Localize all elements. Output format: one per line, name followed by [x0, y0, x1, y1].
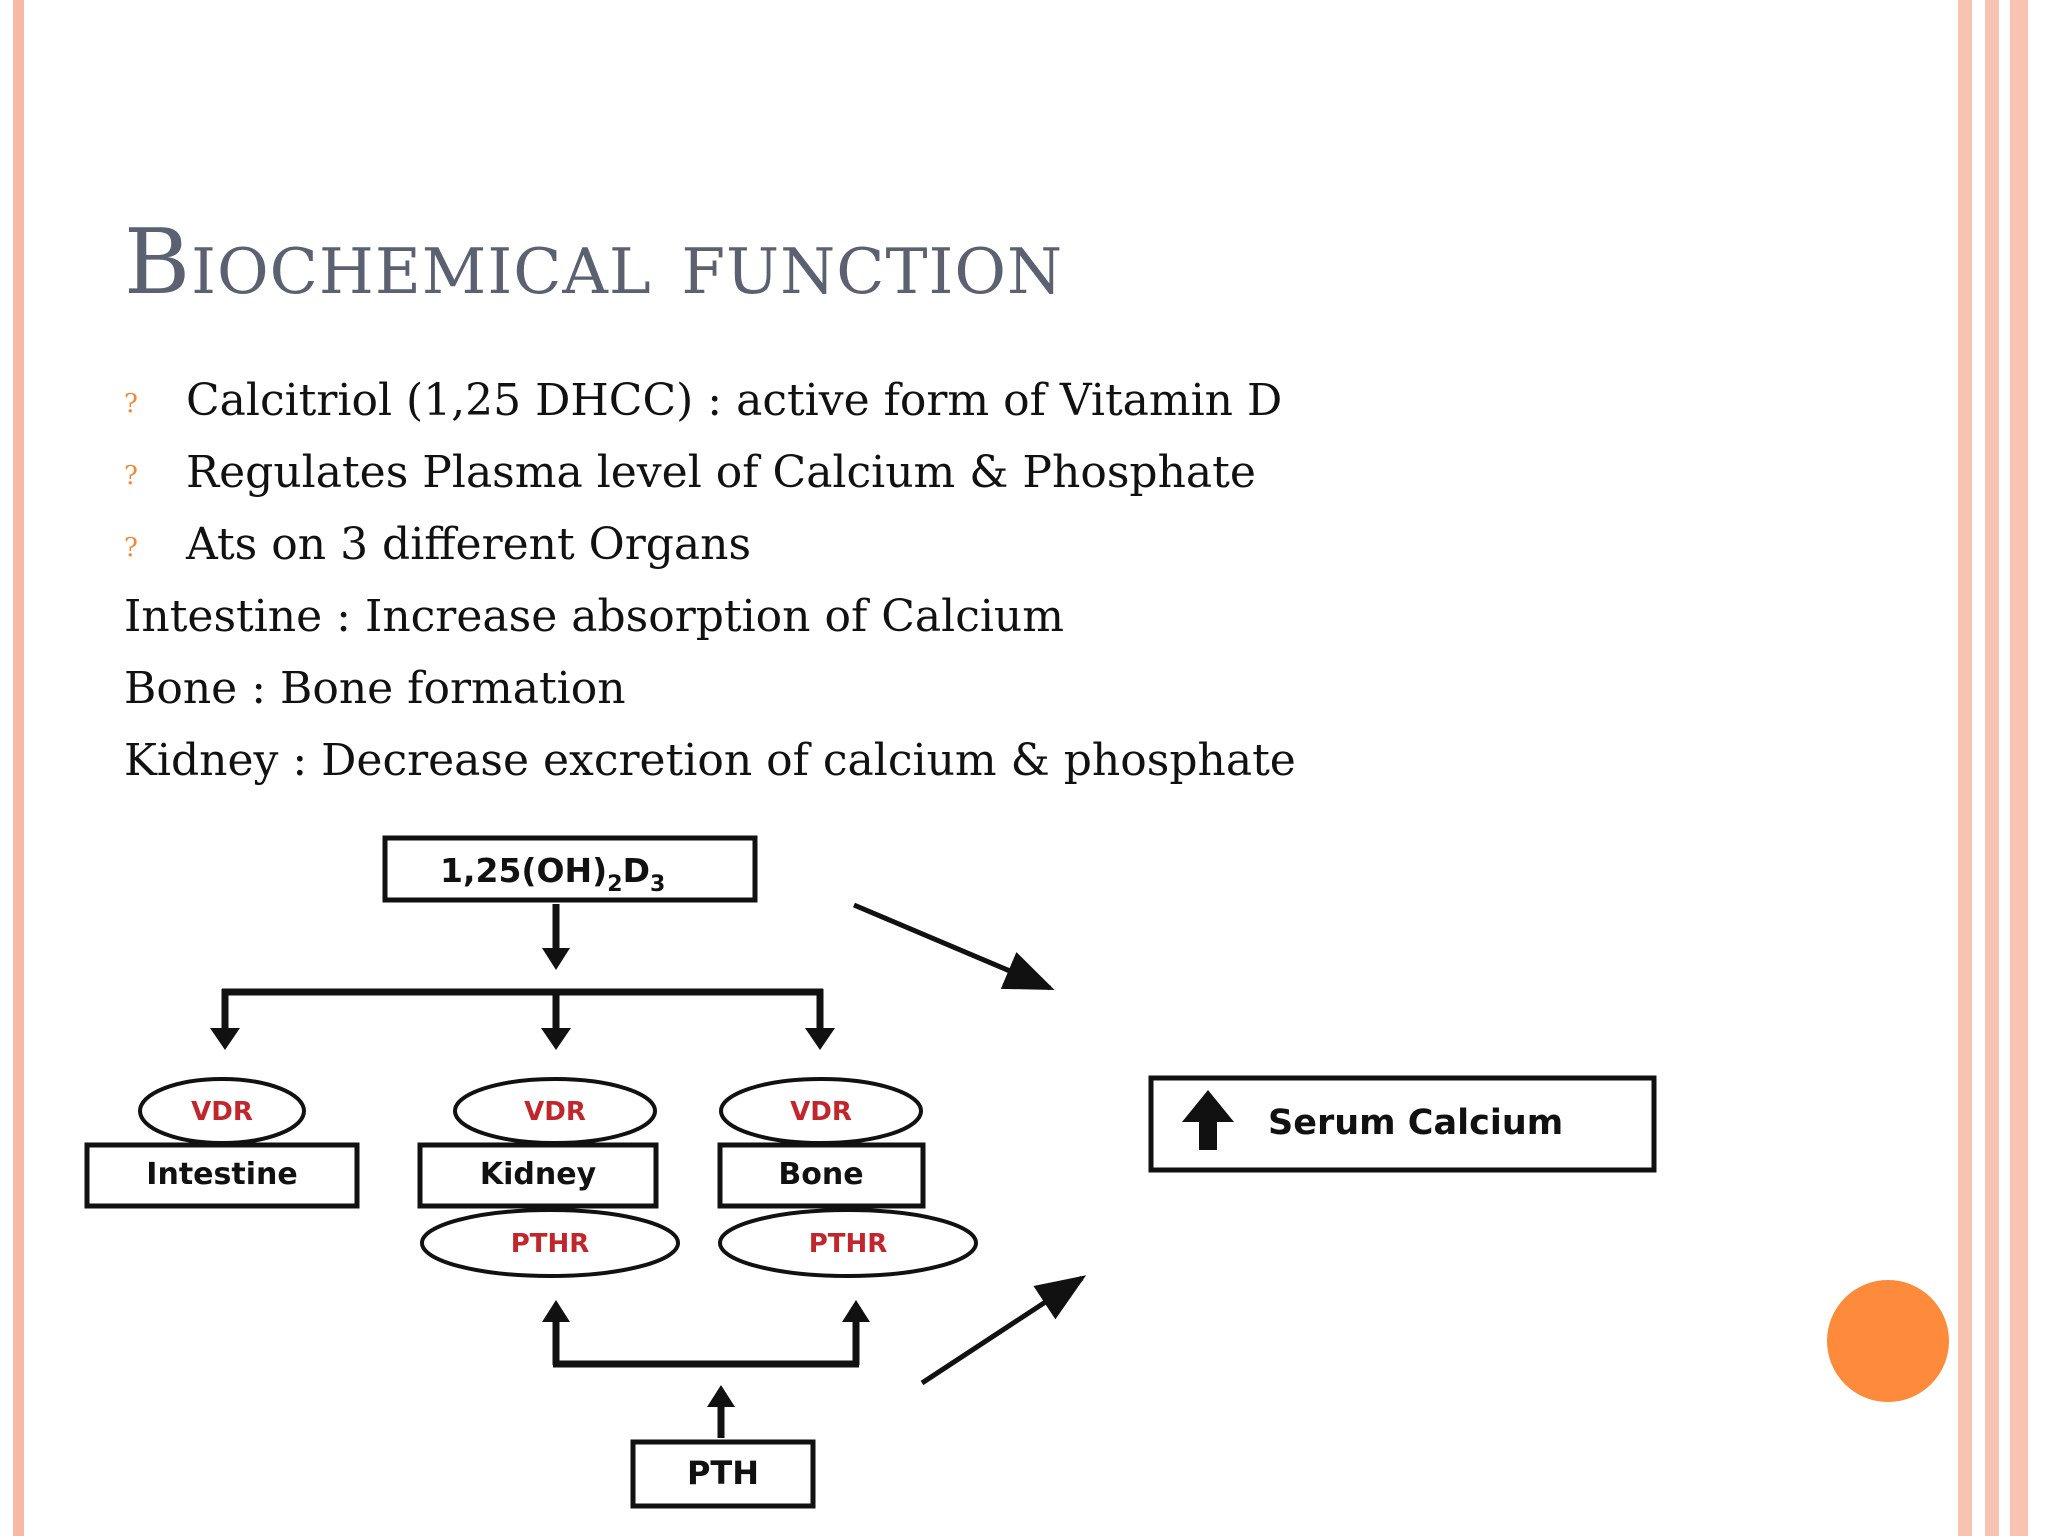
serum-calcium-label: Serum Calcium	[1268, 1103, 1563, 1143]
pthr-receptor: PTHR	[718, 1208, 978, 1278]
vdr-label: VDR	[790, 1097, 852, 1127]
list-item: Intestine : Increase absorption of Calci…	[124, 581, 1296, 653]
list-item-text: Bone : Bone formation	[124, 663, 626, 714]
organ-label: Kidney	[480, 1157, 597, 1192]
vdr-label: VDR	[524, 1097, 586, 1127]
down-arrow	[542, 904, 570, 970]
organ-label: Bone	[778, 1157, 863, 1192]
distribution-connector	[210, 988, 835, 1050]
bullet-icon: ?	[124, 388, 138, 419]
vdr-receptor: VDR	[719, 1077, 923, 1145]
vdr-receptor: VDR	[453, 1077, 657, 1145]
organ-box-kidney: Kidney	[417, 1142, 659, 1209]
organ-box-bone: Bone	[717, 1142, 926, 1209]
organ-label: Intestine	[146, 1157, 297, 1192]
list-item: ? Calcitriol (1,25 DHCC) : active form of…	[124, 365, 1296, 437]
hormone-box: 1,25(OH)2D3	[382, 835, 758, 903]
vitamin-d-action-diagram: 1,25(OH)2D3 VDR VDR VDR Intestine Kidney	[84, 835, 1657, 1509]
list-item: Kidney : Decrease excretion of calcium &…	[124, 725, 1296, 797]
list-item-text: Ats on 3 different Organs	[186, 519, 752, 570]
list-item-text: Kidney : Decrease excretion of calcium &…	[124, 735, 1296, 786]
list-item: ? Regulates Plasma level of Calcium & Pho…	[124, 437, 1296, 509]
serum-calcium-box: Serum Calcium	[1148, 1075, 1657, 1173]
list-item-text: Calcitriol (1,25 DHCC) : active form of …	[186, 375, 1283, 426]
list-item-text: Intestine : Increase absorption of Calci…	[124, 591, 1064, 642]
list-item: ? Ats on 3 different Organs	[124, 509, 1296, 581]
left-border-stripe	[13, 0, 24, 1536]
vdr-receptor: VDR	[138, 1077, 306, 1145]
hormone-label: 1,25(OH)2D3	[440, 851, 665, 897]
bullet-list: ? Calcitriol (1,25 DHCC) : active form of…	[124, 365, 1296, 797]
up-arrow-icon	[1182, 1090, 1234, 1150]
bullet-icon: ?	[124, 460, 138, 491]
right-border-stripe	[1958, 0, 1972, 1536]
organ-box-intestine: Intestine	[84, 1142, 360, 1209]
pthr-label: PTHR	[809, 1229, 888, 1259]
right-border-stripe	[1985, 0, 1999, 1536]
diagonal-arrow	[853, 902, 1055, 991]
pth-box: PTH	[630, 1439, 816, 1509]
list-item: Bone : Bone formation	[124, 653, 1296, 725]
right-border-stripe	[2010, 0, 2028, 1536]
pthr-receptor: PTHR	[420, 1208, 680, 1278]
bullet-icon: ?	[124, 532, 138, 563]
pth-connector	[542, 1300, 870, 1438]
pth-label: PTH	[687, 1454, 759, 1492]
vdr-label: VDR	[191, 1097, 253, 1127]
slide-title: Biochemical function	[124, 210, 1064, 315]
pthr-label: PTHR	[511, 1229, 590, 1259]
list-item-text: Regulates Plasma level of Calcium & Phos…	[186, 447, 1256, 498]
diagonal-arrow	[920, 1275, 1087, 1386]
decorative-orange-circle	[1827, 1280, 1949, 1402]
